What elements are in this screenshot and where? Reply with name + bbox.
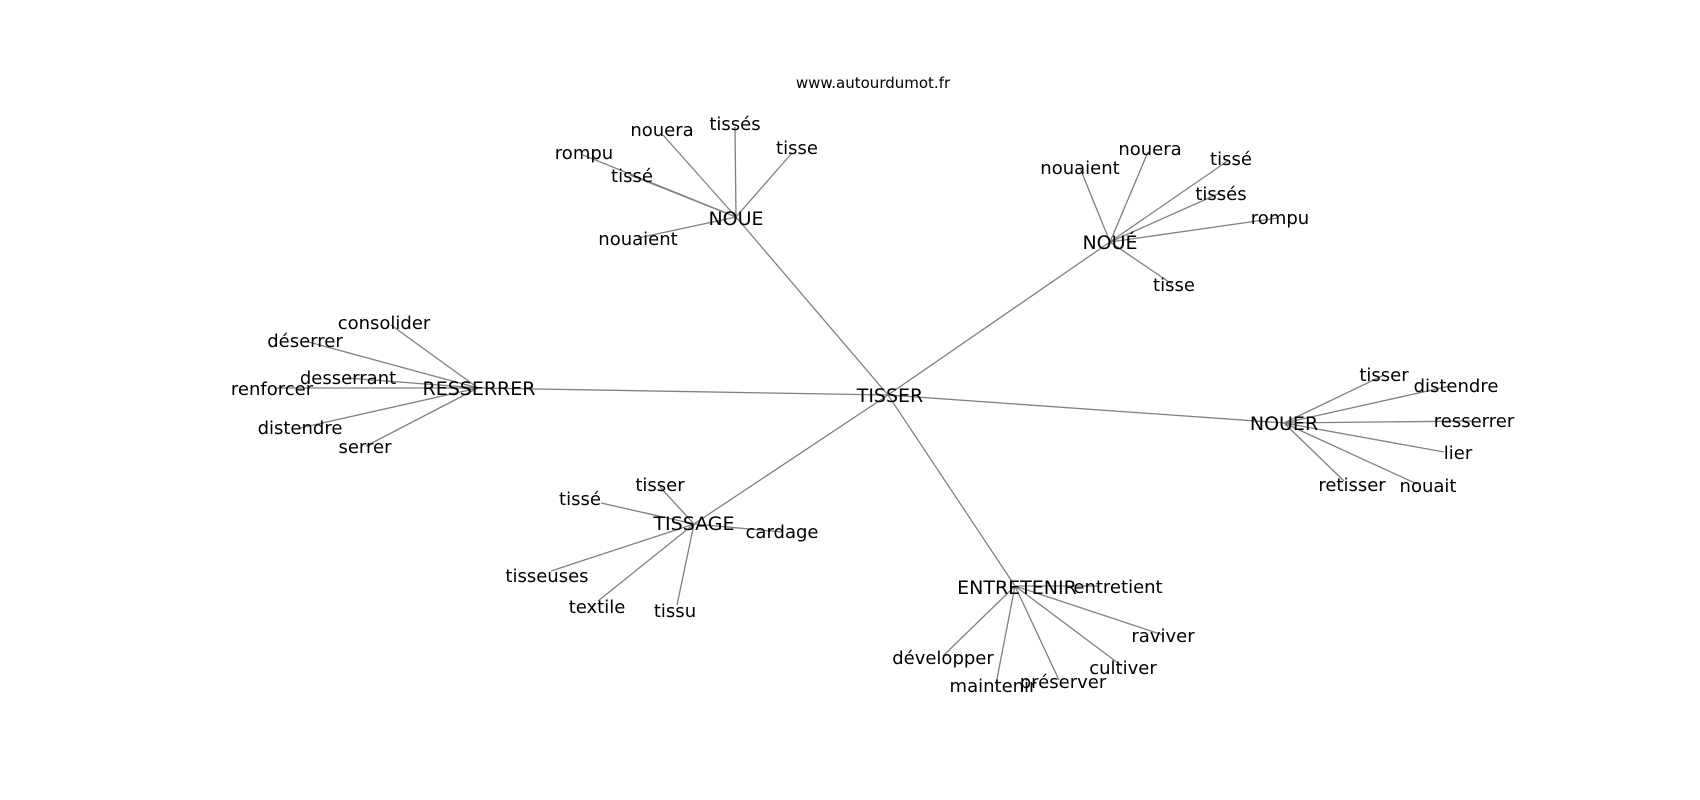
edge-noue-leaf — [662, 134, 737, 218]
leaf-word[interactable]: retisser — [1318, 475, 1386, 496]
leaf-word[interactable]: consolider — [338, 313, 431, 334]
edge-noue-leaf — [734, 126, 737, 218]
edge-entretenir-leaf — [942, 585, 1016, 657]
edge-center-resserrer — [477, 387, 889, 396]
hub-label[interactable]: ENTRETENIR — [957, 577, 1077, 599]
leaf-word[interactable]: tissés — [709, 114, 760, 135]
site-url[interactable]: www.autourdumot.fr — [796, 74, 951, 92]
hub-label[interactable]: NOUÉ — [1082, 231, 1137, 254]
graph-edges — [275, 126, 1473, 685]
leaf-word[interactable]: lier — [1444, 443, 1473, 464]
edge-entretenir-leaf — [1014, 585, 1164, 636]
edge-noue-leaf — [637, 216, 737, 239]
edge-nouer-leaf — [1283, 420, 1473, 424]
edge-entretenir-leaf — [1014, 585, 1060, 681]
leaf-word[interactable]: cultiver — [1089, 658, 1157, 679]
leaf-word[interactable]: raviver — [1131, 626, 1195, 647]
hub-label[interactable]: NOUER — [1250, 413, 1318, 435]
leaf-word[interactable]: distendre — [1414, 376, 1499, 397]
edge-resserrer-leaf — [365, 387, 479, 447]
edge-resserrer-leaf — [390, 324, 479, 389]
leaf-word[interactable]: desserrant — [300, 368, 396, 389]
edge-nouer-leaf — [1283, 422, 1418, 485]
edge-noue-accent-leaf — [1109, 217, 1279, 243]
leaf-word[interactable]: tissés — [1195, 184, 1246, 205]
leaf-word[interactable]: distendre — [258, 418, 343, 439]
leaf-word[interactable]: tisser — [1359, 365, 1409, 386]
edge-tissage-leaf — [676, 523, 695, 606]
leaf-word[interactable]: développer — [892, 648, 994, 669]
leaf-word[interactable]: tissu — [654, 601, 696, 622]
edge-tissage-leaf — [550, 523, 695, 572]
leaf-word[interactable]: cardage — [746, 522, 819, 543]
leaf-word[interactable]: tissé — [559, 489, 601, 510]
edge-center-noue — [735, 216, 889, 396]
edge-center-tissage — [693, 394, 889, 525]
leaf-word[interactable]: tissé — [1210, 149, 1252, 170]
edge-resserrer-leaf — [304, 340, 479, 389]
hub-nouer: NOUER tisser distendre resserrer lier re… — [1250, 365, 1515, 497]
edge-tissage-leaf — [600, 502, 695, 525]
leaf-word[interactable]: nouera — [1118, 139, 1181, 160]
edge-noue-accent-leaf — [1109, 241, 1173, 285]
edge-noue-accent-leaf — [1109, 159, 1230, 243]
leaf-word[interactable]: serrer — [338, 437, 392, 458]
edge-tissage-leaf — [659, 486, 695, 525]
leaf-word[interactable]: nouera — [630, 120, 693, 141]
edge-center-nouer — [887, 394, 1285, 424]
leaf-word[interactable]: nouaient — [598, 229, 677, 250]
edge-noue-leaf — [629, 174, 737, 218]
leaf-word[interactable]: rompu — [1251, 208, 1309, 229]
leaf-word[interactable]: tisser — [635, 475, 685, 496]
leaf-word[interactable]: nouait — [1400, 476, 1457, 497]
hub-noue: NOUE nouera tissés tisse rompu tissé nou… — [555, 114, 818, 250]
leaf-word[interactable]: resserrer — [1434, 411, 1515, 432]
hub-resserrer: RESSERRER consolider déserrer desserrant… — [231, 313, 536, 458]
edge-noue-leaf — [735, 152, 793, 218]
leaf-word[interactable]: textile — [569, 597, 626, 618]
leaf-word[interactable]: tisse — [1153, 275, 1195, 296]
edge-entretenir-leaf — [995, 585, 1016, 685]
leaf-word[interactable]: tisseuses — [505, 566, 588, 587]
leaf-word[interactable]: rompu — [555, 143, 613, 164]
leaf-word[interactable]: entretient — [1073, 577, 1162, 598]
edge-tissage-leaf — [693, 523, 784, 533]
edge-nouer-leaf — [1283, 422, 1445, 453]
edge-resserrer-leaf — [299, 387, 479, 429]
edge-center-noue-accent — [887, 241, 1111, 396]
center-word[interactable]: TISSER — [856, 385, 924, 407]
edge-center-entretenir — [887, 394, 1016, 587]
hub-label[interactable]: RESSERRER — [423, 378, 536, 400]
edge-nouer-leaf — [1283, 385, 1451, 424]
edge-noue-accent-leaf — [1109, 151, 1149, 243]
leaf-word[interactable]: nouaient — [1040, 158, 1119, 179]
edge-resserrer-leaf — [346, 377, 479, 389]
edge-noue-accent-leaf — [1079, 167, 1111, 243]
leaf-word[interactable]: tissé — [611, 166, 653, 187]
leaf-word[interactable]: maintenir — [950, 676, 1038, 697]
hub-label[interactable]: NOUE — [708, 208, 763, 230]
leaf-word[interactable]: déserrer — [267, 331, 343, 352]
edge-nouer-leaf — [1283, 374, 1385, 424]
edge-nouer-leaf — [1283, 422, 1345, 482]
hub-entretenir: ENTRETENIR entretient raviver cultiver d… — [892, 577, 1195, 697]
leaf-word[interactable]: renforcer — [231, 379, 314, 400]
edge-noue-accent-leaf — [1109, 192, 1221, 243]
hub-noue-accent: NOUÉ nouera tissé nouaient tissés rompu … — [1040, 139, 1309, 296]
hub-tissage: TISSAGE tisser tissé cardage tisseuses t… — [505, 475, 818, 622]
leaf-word[interactable]: préserver — [1020, 672, 1107, 693]
edge-entretenir-leaf — [1014, 585, 1123, 667]
leaf-word[interactable]: tisse — [776, 138, 818, 159]
edge-tissage-leaf — [597, 523, 695, 602]
hub-label[interactable]: TISSAGE — [652, 513, 734, 535]
